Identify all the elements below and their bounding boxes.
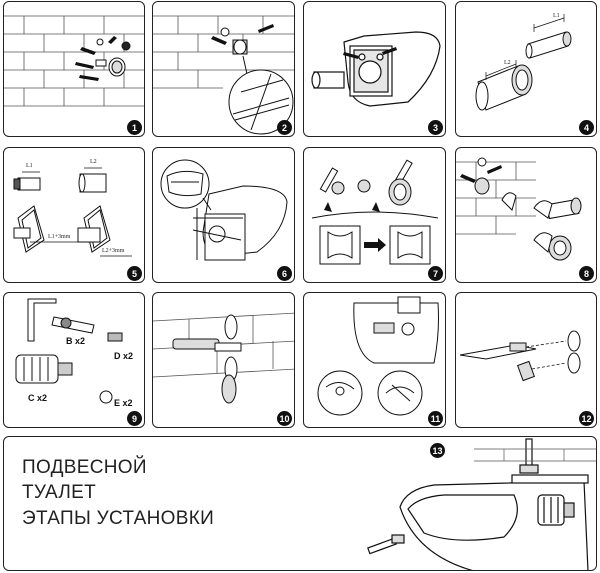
step-11-panel: 11: [303, 292, 446, 428]
step-11-illustration: [317, 296, 439, 416]
step-12-illustration: [459, 330, 581, 382]
dimension-label-l2: L2: [504, 60, 511, 66]
step-6-panel: 6: [152, 147, 295, 283]
step-number-badge: 1: [127, 120, 142, 135]
dimension-label-l1-plus: L1+3mm: [48, 234, 71, 240]
step-1-illustration: [4, 15, 144, 107]
step-number-badge: 4: [579, 120, 594, 135]
step-1-panel: 1: [3, 1, 145, 137]
step-number-badge: 2: [277, 120, 292, 135]
step-number-badge: 7: [428, 266, 443, 281]
step-number-badge: 3: [428, 120, 443, 135]
part-label-e: E x2: [114, 398, 133, 408]
step-4-panel: L1 L2 4: [455, 1, 597, 137]
dimension-label-l2-plus: L2+3mm: [102, 248, 125, 254]
step-5-panel: L1 L2 L1+3mm L2+3mm 5: [3, 147, 145, 283]
step-6-illustration: [160, 159, 288, 261]
title-line-3: ЭТАПЫ УСТАНОВКИ: [22, 508, 215, 529]
title-line-1: ПОДВЕСНОЙ: [22, 457, 147, 478]
step-9-panel: B x2 D x2 C x2 E x2 9: [3, 292, 145, 428]
step-8-panel: 8: [455, 147, 597, 283]
dimension-label-l2: L2: [90, 159, 97, 165]
step-number-badge: 9: [127, 411, 142, 426]
part-label-b: B x2: [66, 336, 86, 346]
step-12-panel: 12: [455, 292, 597, 428]
step-3-panel: 3: [303, 1, 446, 137]
step-number-badge: 11: [428, 411, 443, 426]
step-2-panel: 2: [152, 1, 295, 137]
step-number-badge: 10: [277, 411, 292, 426]
step-2-illustration: [153, 15, 294, 135]
part-label-c: C x2: [28, 393, 48, 403]
step-4-illustration: [475, 14, 572, 111]
step-number-badge: 8: [579, 266, 594, 281]
step-10-illustration: [153, 312, 294, 404]
part-label-d: D x2: [114, 351, 134, 361]
step-7-illustration: [311, 159, 439, 265]
step-8-illustration: [456, 157, 582, 261]
step-number-badge: 6: [277, 266, 292, 281]
dimension-label-l1: L1: [26, 163, 33, 169]
step-number-badge: 5: [127, 266, 142, 281]
step-5-illustration: [13, 167, 132, 257]
step-9-illustration: [15, 298, 123, 404]
dimension-label-l1: L1: [553, 13, 560, 19]
step-3-illustration: [311, 31, 441, 107]
step-13-illustration: [367, 438, 596, 570]
step-10-panel: 10: [152, 292, 295, 428]
step-13-panel: ПОДВЕСНОЙ ТУАЛЕТ ЭТАПЫ УСТАНОВКИ 13: [3, 436, 597, 571]
title-line-2: ТУАЛЕТ: [22, 482, 97, 503]
step-7-panel: 7: [303, 147, 446, 283]
step-number-badge: 13: [430, 443, 445, 458]
step-number-badge: 12: [579, 411, 594, 426]
